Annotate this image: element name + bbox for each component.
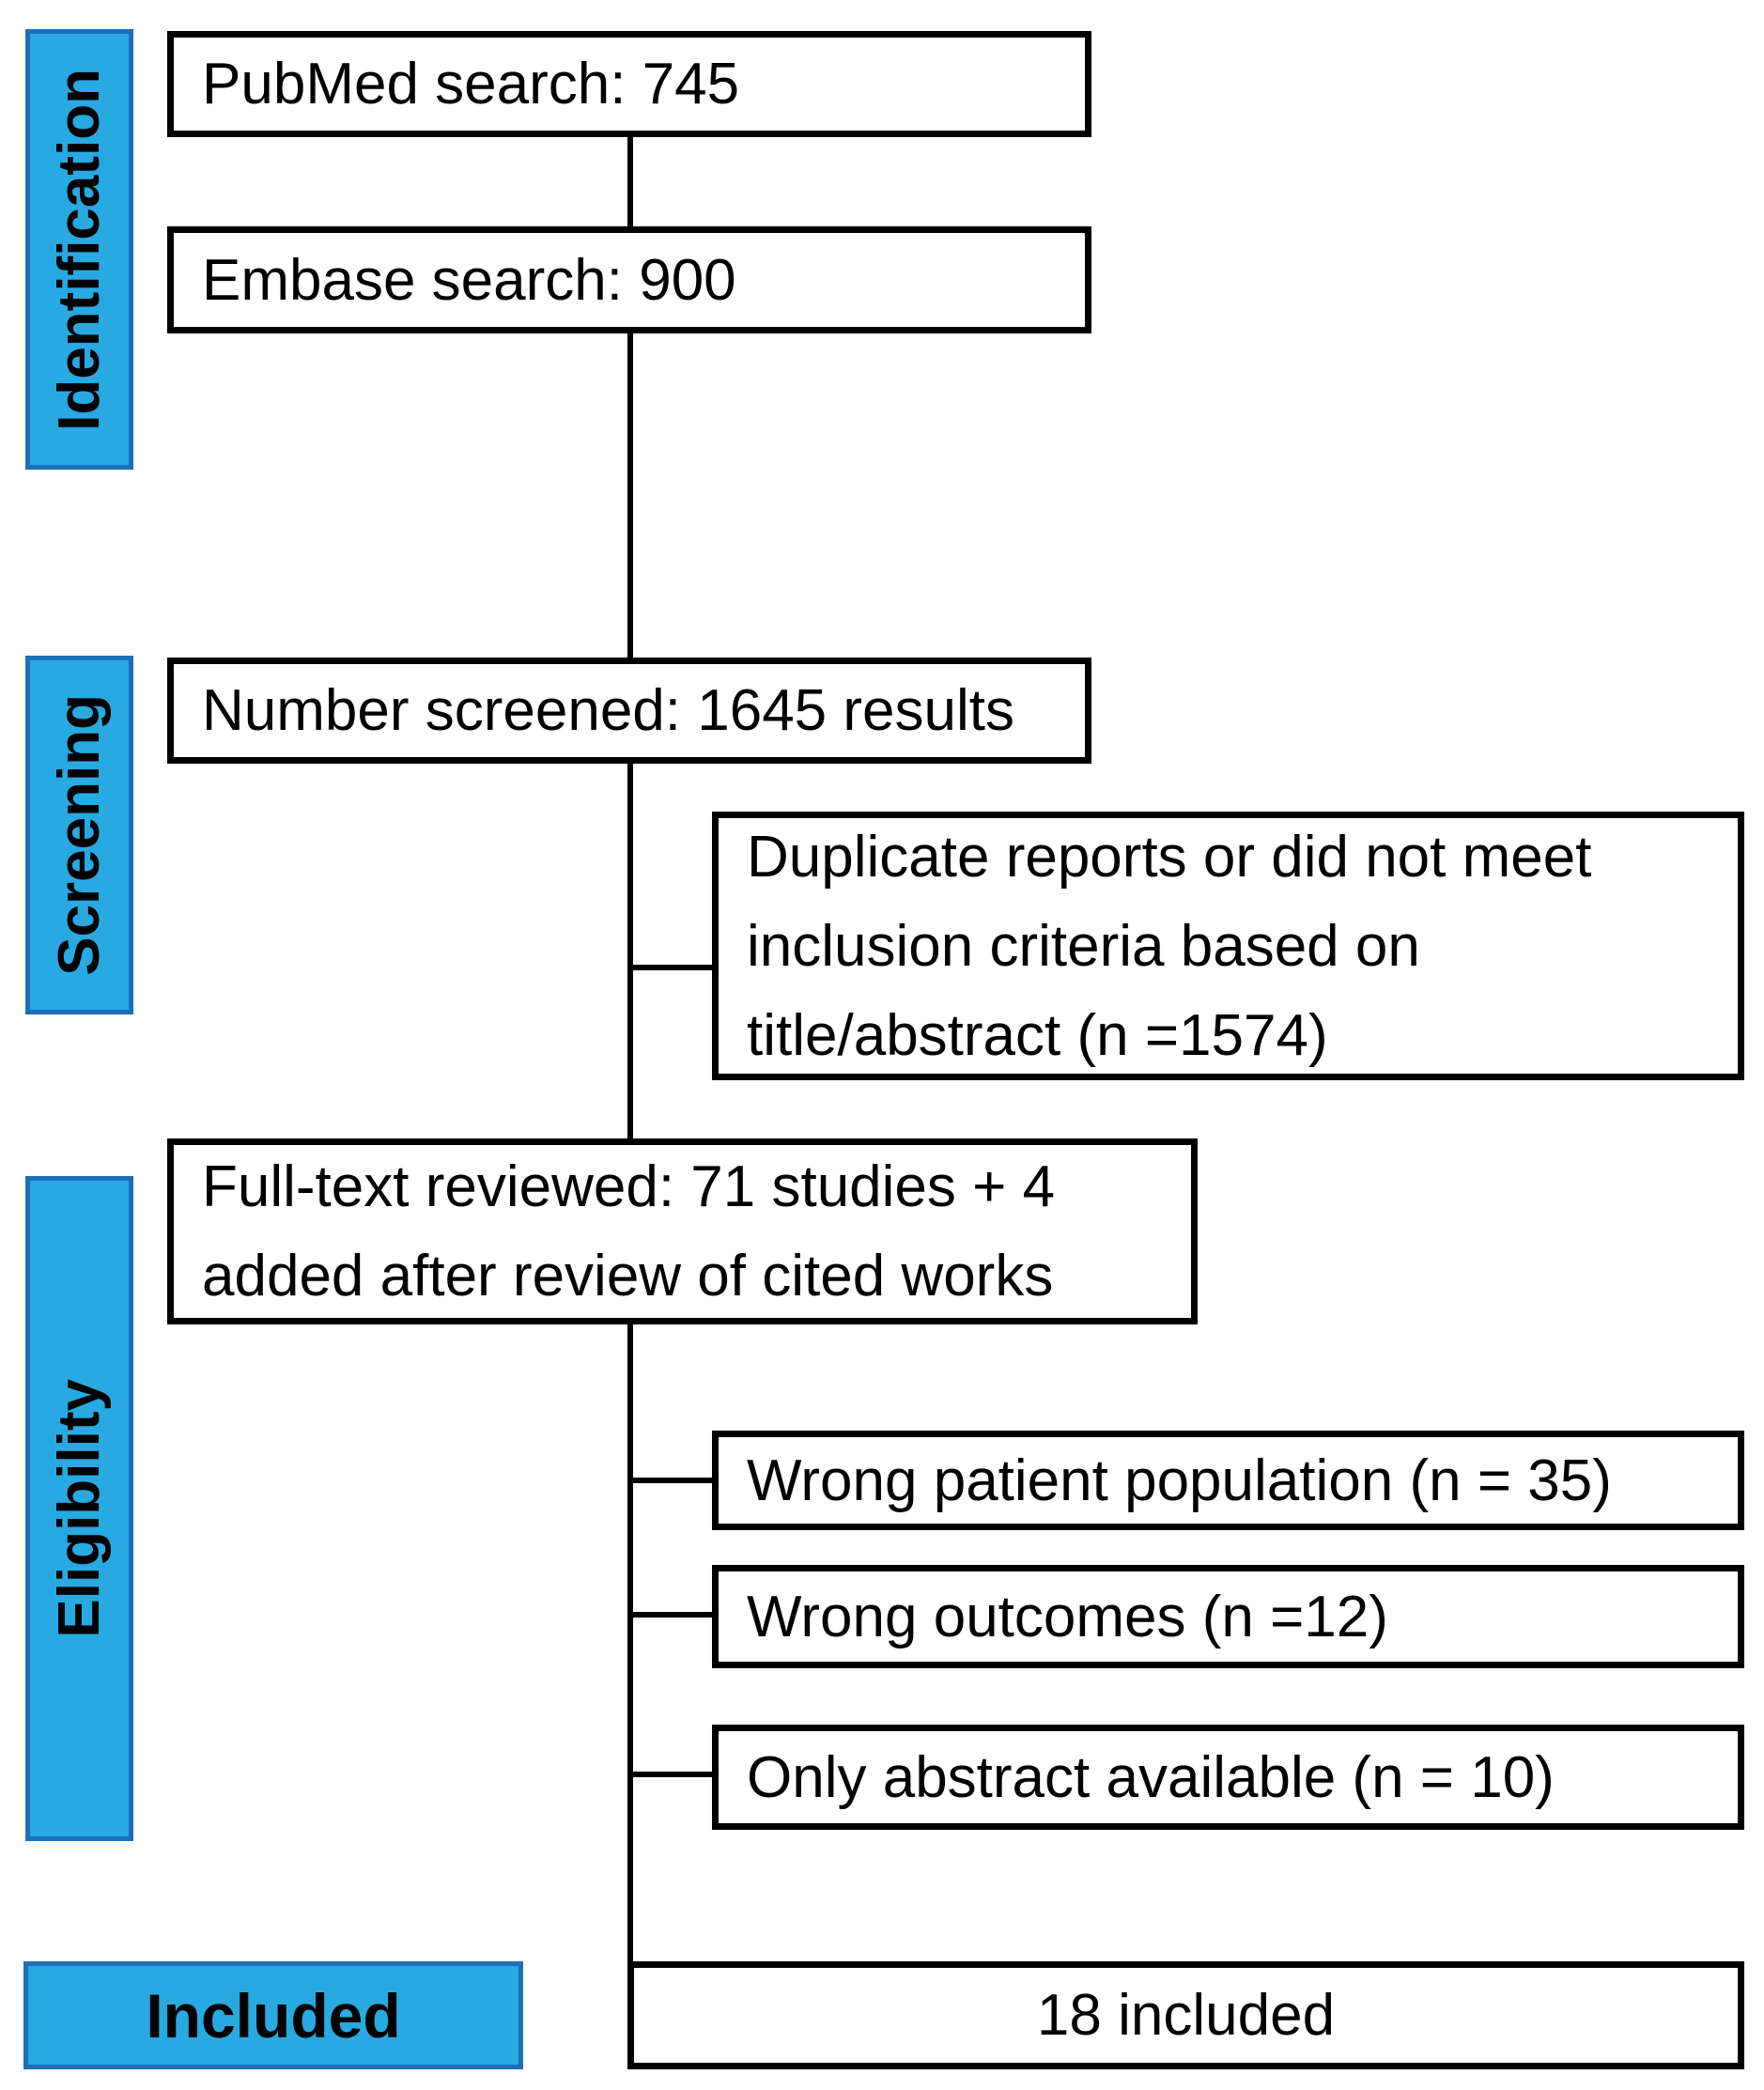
box-wrong-outcomes-text: Wrong outcomes (n =12): [747, 1584, 1388, 1649]
branch-wrong-population: [627, 1478, 714, 1483]
connector-screened-fulltext: [627, 764, 633, 1140]
box-fulltext-reviewed-text: Full-text reviewed: 71 studies + 4 added…: [202, 1154, 1056, 1308]
box-embase-search: Embase search: 900: [167, 226, 1091, 333]
box-pubmed-search: PubMed search: 745: [167, 31, 1091, 137]
box-pubmed-search-text: PubMed search: 745: [202, 52, 740, 116]
box-number-screened-text: Number screened: 1645 results: [202, 678, 1015, 743]
stage-eligibility-label: Eligibility: [47, 1379, 112, 1638]
box-duplicate-excluded-text: Duplicate reports or did not meet inclus…: [747, 824, 1592, 1068]
stage-identification: Identification: [25, 29, 133, 470]
stage-eligibility: Eligibility: [25, 1176, 133, 1841]
connector-embase-screened: [627, 333, 633, 659]
box-abstract-only-text: Only abstract available (n = 10): [747, 1744, 1555, 1810]
branch-duplicate: [627, 965, 714, 970]
stage-identification-label: Identification: [47, 68, 112, 431]
box-wrong-population-text: Wrong patient population (n = 35): [747, 1448, 1612, 1513]
connector-fulltext-included: [627, 1324, 633, 1963]
box-included-count-text: 18 included: [1036, 1983, 1336, 2048]
connector-pubmed-embase: [627, 137, 633, 228]
stage-included-label: Included: [146, 1980, 401, 2051]
branch-wrong-outcomes: [627, 1612, 714, 1618]
stage-screening-label: Screening: [47, 694, 112, 976]
box-wrong-population: Wrong patient population (n = 35): [712, 1431, 1744, 1530]
box-included-count: 18 included: [627, 1961, 1744, 2069]
box-number-screened: Number screened: 1645 results: [167, 658, 1091, 764]
branch-abstract-only: [627, 1772, 714, 1777]
box-fulltext-reviewed: Full-text reviewed: 71 studies + 4 added…: [167, 1138, 1198, 1324]
stage-screening: Screening: [25, 656, 133, 1014]
box-abstract-only: Only abstract available (n = 10): [712, 1725, 1744, 1830]
box-wrong-outcomes: Wrong outcomes (n =12): [712, 1565, 1744, 1668]
box-embase-search-text: Embase search: 900: [202, 247, 736, 313]
box-duplicate-excluded: Duplicate reports or did not meet inclus…: [712, 812, 1744, 1080]
stage-included: Included: [23, 1961, 523, 2069]
